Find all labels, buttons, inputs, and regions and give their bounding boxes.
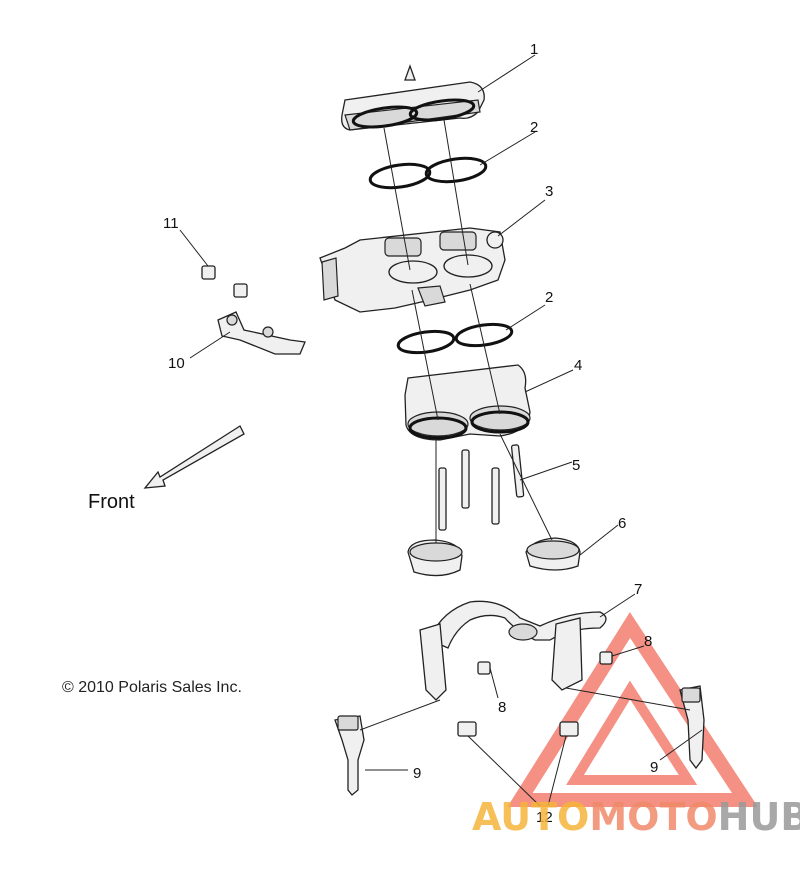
callout-4: 4 [574, 357, 582, 374]
part-4-intake-boots [404, 364, 531, 441]
leader-lines [179, 54, 703, 807]
part-2-double-gasket-lower [396, 322, 514, 355]
watermark-part1: AUTO [472, 795, 589, 839]
part-10-bracket [217, 311, 306, 355]
callout-10: 10 [168, 355, 185, 372]
part-7-fuel-rail [419, 600, 607, 701]
part-9-injector-left [334, 715, 365, 796]
callout-5: 5 [572, 457, 580, 474]
part-2-double-gasket-top [368, 156, 488, 190]
front-arrow-icon [143, 425, 245, 489]
part-3-throttle-body [319, 227, 506, 313]
callout-8-right: 8 [644, 633, 652, 650]
part-11-nuts [201, 265, 248, 298]
callout-8-left: 8 [498, 699, 506, 716]
part-5-bolts [438, 444, 525, 531]
part-9-injector-right [679, 685, 705, 770]
callout-1: 1 [530, 41, 538, 58]
front-label: Front [88, 491, 135, 513]
callout-9-left: 9 [413, 765, 421, 782]
watermark-text: AUTOMOTOHUB [472, 795, 800, 839]
callout-2-lower: 2 [545, 289, 553, 306]
callout-11: 11 [163, 215, 179, 232]
callout-9-right: 9 [650, 759, 658, 776]
part-8-nuts [477, 651, 613, 675]
part-6-clamps [407, 537, 581, 577]
part-1-air-adapter [341, 64, 485, 131]
callout-6: 6 [618, 515, 626, 532]
copyright-text: © 2010 Polaris Sales Inc. [62, 679, 242, 696]
part-12-clips [457, 721, 579, 737]
callout-3: 3 [545, 183, 553, 200]
callout-7: 7 [634, 581, 642, 598]
watermark-part3: HUB [718, 795, 800, 839]
svg-text:AUTOMOTOHUB: AUTOMOTOHUB [472, 795, 800, 839]
watermark-part2: MOTO [589, 795, 717, 839]
callout-2-top: 2 [530, 119, 538, 136]
callout-12: 12 [536, 809, 553, 826]
